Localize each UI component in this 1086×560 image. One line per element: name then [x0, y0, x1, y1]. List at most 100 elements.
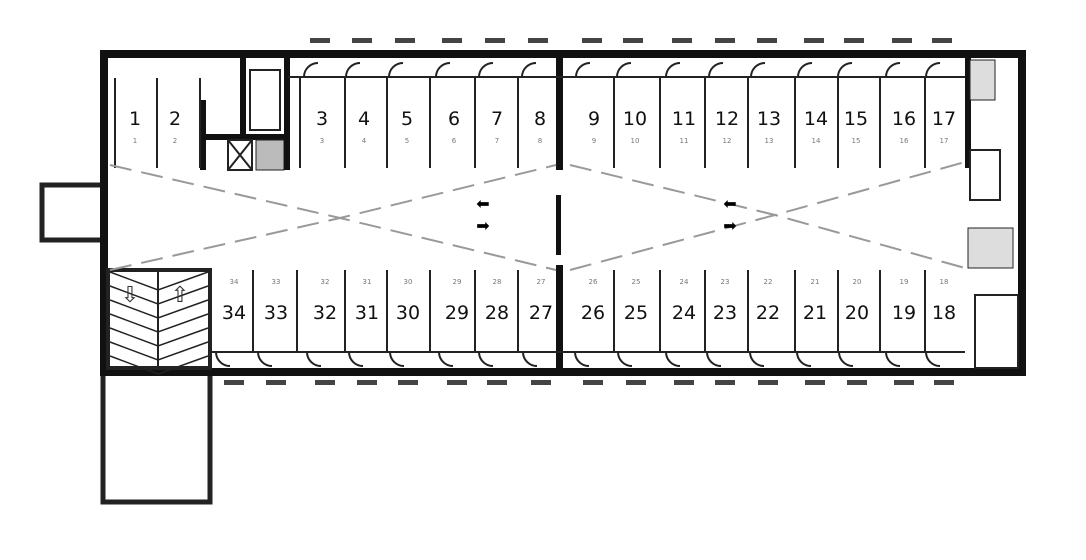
- bay-number-label: 32: [313, 302, 337, 324]
- bay-number-label: 14: [804, 108, 828, 130]
- bay-number-label: 33: [264, 302, 288, 324]
- door-swing-icon: [885, 62, 901, 78]
- bay-number-label: 15: [844, 108, 868, 130]
- arrow-right-icon: ➡: [476, 218, 489, 235]
- light-fixture-icon: [224, 380, 244, 385]
- bay-sub-label: 32: [321, 278, 330, 286]
- bay-sub-label: 17: [940, 137, 949, 145]
- door-swing-icon: [478, 62, 494, 78]
- door-swing-icon: [521, 62, 537, 78]
- door-swing-icon: [478, 351, 494, 367]
- bay-number-label: 28: [485, 302, 509, 324]
- bay-sub-label: 1: [133, 137, 137, 145]
- bay-number-label: 3: [316, 108, 328, 130]
- bay-number-label: 24: [672, 302, 696, 324]
- bay-sub-label: 34: [230, 278, 239, 286]
- bay-number-label: 2: [169, 108, 181, 130]
- light-fixture-icon: [398, 380, 418, 385]
- bay-number-label: 26: [581, 302, 605, 324]
- light-fixture-icon: [623, 38, 643, 43]
- service-core: [200, 58, 290, 171]
- light-fixture-icon: [715, 38, 735, 43]
- outer-walls: [100, 50, 1026, 376]
- arrow-left-icon: ⬅: [723, 196, 736, 213]
- bay-sub-label: 14: [812, 137, 821, 145]
- bay-sub-label: 12: [723, 137, 732, 145]
- bay-sub-label: 19: [900, 278, 909, 286]
- light-fixture-icon: [626, 380, 646, 385]
- light-fixture-icon: [932, 38, 952, 43]
- bay-number-label: 23: [713, 302, 737, 324]
- bay-number-label: 27: [529, 302, 553, 324]
- bay-number-label: 25: [624, 302, 648, 324]
- light-fixture-icon: [357, 380, 377, 385]
- bay-number-label: 20: [845, 302, 869, 324]
- bay-number-label: 12: [715, 108, 739, 130]
- bay-sub-label: 3: [320, 137, 324, 145]
- bay-number-label: 17: [932, 108, 956, 130]
- direction-arrows: ⬅ ➡ ⬅ ➡: [476, 196, 736, 235]
- bay-sub-label: 29: [453, 278, 462, 286]
- light-fixture-icon: [805, 380, 825, 385]
- door-swing-icon: [438, 351, 454, 367]
- bay-sub-label: 7: [495, 137, 499, 145]
- door-swing-icon: [925, 62, 941, 78]
- light-fixture-icon: [672, 38, 692, 43]
- bay-number-label: 18: [932, 302, 956, 324]
- light-fixture-icon: [266, 380, 286, 385]
- light-fixture-icon: [487, 380, 507, 385]
- light-fixture-icon: [892, 38, 912, 43]
- bay-sub-label: 25: [632, 278, 641, 286]
- door-swing-icon: [345, 62, 361, 78]
- door-swing-icon: [797, 62, 813, 78]
- light-fixture-icon: [352, 38, 372, 43]
- light-fixture-icon: [804, 38, 824, 43]
- light-fixture-icon: [757, 38, 777, 43]
- door-swing-icon: [574, 351, 590, 367]
- light-fixture-icon: [674, 380, 694, 385]
- light-fixture-icon: [934, 380, 954, 385]
- door-swing-icon: [838, 351, 854, 367]
- door-swing-icon: [348, 351, 364, 367]
- door-swing-icon: [257, 351, 273, 367]
- ramp-down-arrow-icon: ⇩: [121, 282, 139, 307]
- drive-lanes: [109, 161, 966, 271]
- bay-sub-label: 10: [631, 137, 640, 145]
- light-fixture-icon: [583, 380, 603, 385]
- door-swing-icon: [616, 62, 632, 78]
- bay-number-label: 29: [445, 302, 469, 324]
- bay-sub-label: 2: [173, 137, 177, 145]
- door-swing-icon: [389, 351, 405, 367]
- door-swing-icon: [885, 351, 901, 367]
- door-swing-icon: [303, 62, 319, 78]
- bay-sub-label: 28: [493, 278, 502, 286]
- bay-sub-label: 27: [537, 278, 546, 286]
- bay-number-label: 11: [672, 108, 696, 130]
- light-fixture-icon: [528, 38, 548, 43]
- bay-number-label: 19: [892, 302, 916, 324]
- bay-sub-label: 8: [538, 137, 542, 145]
- light-fixture-icon: [715, 380, 735, 385]
- door-swing-icon: [388, 62, 404, 78]
- bay-number-label: 4: [358, 108, 370, 130]
- arrow-left-icon: ⬅: [476, 196, 489, 213]
- light-fixture-icon: [531, 380, 551, 385]
- door-swing-icon: [837, 62, 853, 78]
- bay-number-label: 13: [757, 108, 781, 130]
- bay-number-label: 30: [396, 302, 420, 324]
- light-fixture-icon: [447, 380, 467, 385]
- door-swing-icon: [750, 62, 766, 78]
- bay-sub-label: 9: [592, 137, 596, 145]
- bay-number-label: 7: [491, 108, 503, 130]
- light-fixture-icon: [847, 380, 867, 385]
- bay-sub-label: 5: [405, 137, 409, 145]
- bay-number-label: 21: [803, 302, 827, 324]
- bay-number-label: 6: [448, 108, 460, 130]
- light-fixture-icon: [758, 380, 778, 385]
- bay-sub-label: 16: [900, 137, 909, 145]
- light-fixture-icon: [395, 38, 415, 43]
- bay-sub-label: 13: [765, 137, 774, 145]
- door-swing-icon: [665, 62, 681, 78]
- door-swing-icon: [435, 62, 451, 78]
